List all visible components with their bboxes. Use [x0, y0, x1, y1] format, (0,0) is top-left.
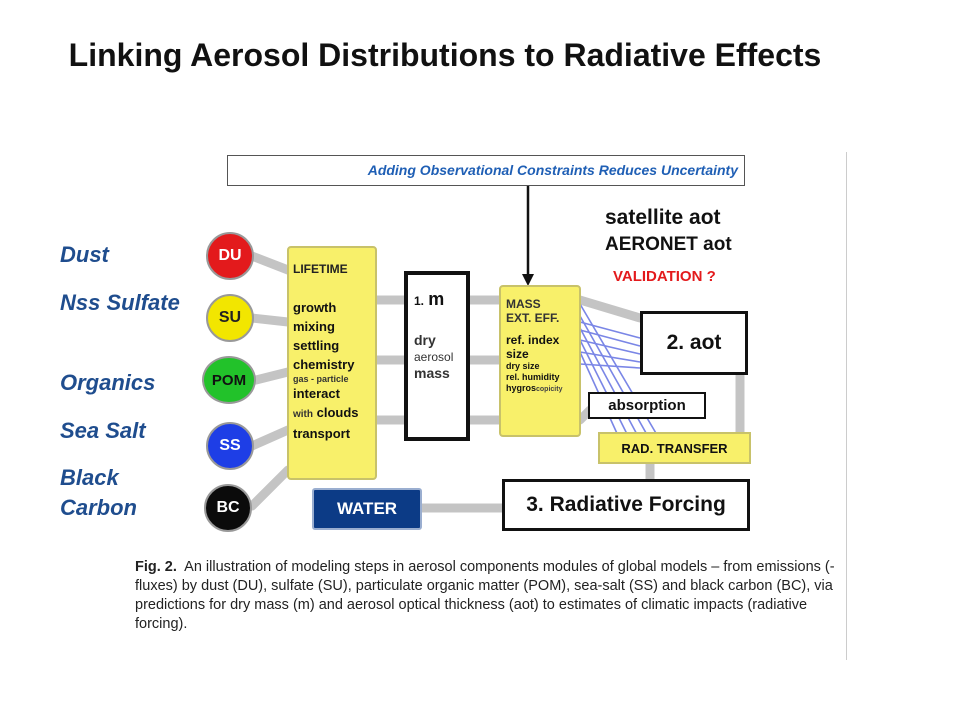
- aeronet-aot: AERONET aot: [605, 234, 732, 255]
- connector-su: [247, 313, 293, 327]
- mass-ext-eff-box: MASS EXT. EFF. ref. index size dry size …: [499, 285, 581, 437]
- legend-black-carbon: Black Carbon: [60, 465, 137, 520]
- component-ss: SS: [206, 422, 254, 470]
- dry-size: dry size: [506, 361, 540, 371]
- lifetime-header: LIFETIME: [293, 262, 348, 276]
- absorption-box: absorption: [588, 392, 706, 419]
- connector-bc: [247, 465, 293, 511]
- lifetime-with-clouds: with clouds: [293, 403, 375, 424]
- connector-ss: [247, 425, 293, 451]
- divider-line: [846, 152, 847, 660]
- page-title: Linking Aerosol Distributions to Radiati…: [68, 37, 822, 73]
- hygros: hygros: [506, 383, 537, 393]
- lifetime-with: with: [293, 409, 313, 420]
- lifetime-growth: growth: [293, 300, 337, 315]
- lifetime-box: LIFETIME growth mixing settling chemistr…: [287, 246, 377, 480]
- aot-box: 2. aot: [640, 311, 748, 375]
- lifetime-clouds: clouds: [316, 405, 359, 420]
- lifetime-gas-particle: gas - particle: [293, 374, 349, 384]
- connector-mass-aot1: [575, 295, 645, 323]
- validation-label: VALIDATION ?: [613, 268, 716, 285]
- callout-box: Adding Observational Constraints Reduces…: [227, 155, 745, 186]
- satellite-aot: satellite aot: [605, 206, 721, 229]
- ref-index: ref. index: [506, 333, 560, 347]
- copicity: copicity: [536, 386, 563, 393]
- radiative-forcing-box: 3. Radiative Forcing: [502, 479, 750, 531]
- legend-sea-salt: Sea Salt: [60, 418, 146, 443]
- hygroscopicity: hygroscopicity: [506, 383, 579, 395]
- water-box: WATER: [312, 488, 422, 530]
- caption-text: An illustration of modeling steps in aer…: [135, 559, 835, 632]
- connector-du: [247, 251, 293, 275]
- lifetime-chemistry: chemistry: [293, 357, 355, 372]
- rel-humidity: rel. humidity: [506, 372, 560, 382]
- mass-header: MASS: [506, 297, 541, 311]
- legend-dust: Dust: [60, 242, 109, 267]
- figure-caption: Fig. 2. An illustration of modeling step…: [135, 558, 835, 634]
- connector-pom: [251, 367, 293, 385]
- legend-nss-sulfate: Nss Sulfate: [60, 290, 180, 315]
- rad-transfer-box: RAD. TRANSFER: [598, 432, 751, 464]
- dry-mass-mass: mass: [414, 365, 450, 381]
- callout-arrow-head: [522, 274, 534, 286]
- component-su: SU: [206, 294, 254, 342]
- legend-organics: Organics: [60, 370, 156, 395]
- caption-fig-label: Fig. 2.: [135, 559, 177, 575]
- component-pom: POM: [202, 356, 256, 404]
- lifetime-transport: transport: [293, 426, 351, 441]
- lifetime-mixing: mixing: [293, 319, 335, 334]
- dry-mass-num: 1.: [414, 294, 425, 308]
- lifetime-interact: interact: [293, 386, 340, 401]
- component-bc: BC: [204, 484, 252, 532]
- dry-mass-aerosol: aerosol: [414, 350, 454, 364]
- size-label: size: [506, 347, 529, 361]
- dry-mass-title: 1. m: [414, 289, 466, 310]
- component-du: DU: [206, 232, 254, 280]
- ext-eff-header: EXT. EFF.: [506, 311, 560, 325]
- dry-mass-m: m: [428, 289, 445, 309]
- dry-mass-dry: dry: [414, 332, 436, 348]
- dry-mass-box: 1. m dry aerosol mass: [404, 271, 470, 441]
- lifetime-settling: settling: [293, 338, 340, 353]
